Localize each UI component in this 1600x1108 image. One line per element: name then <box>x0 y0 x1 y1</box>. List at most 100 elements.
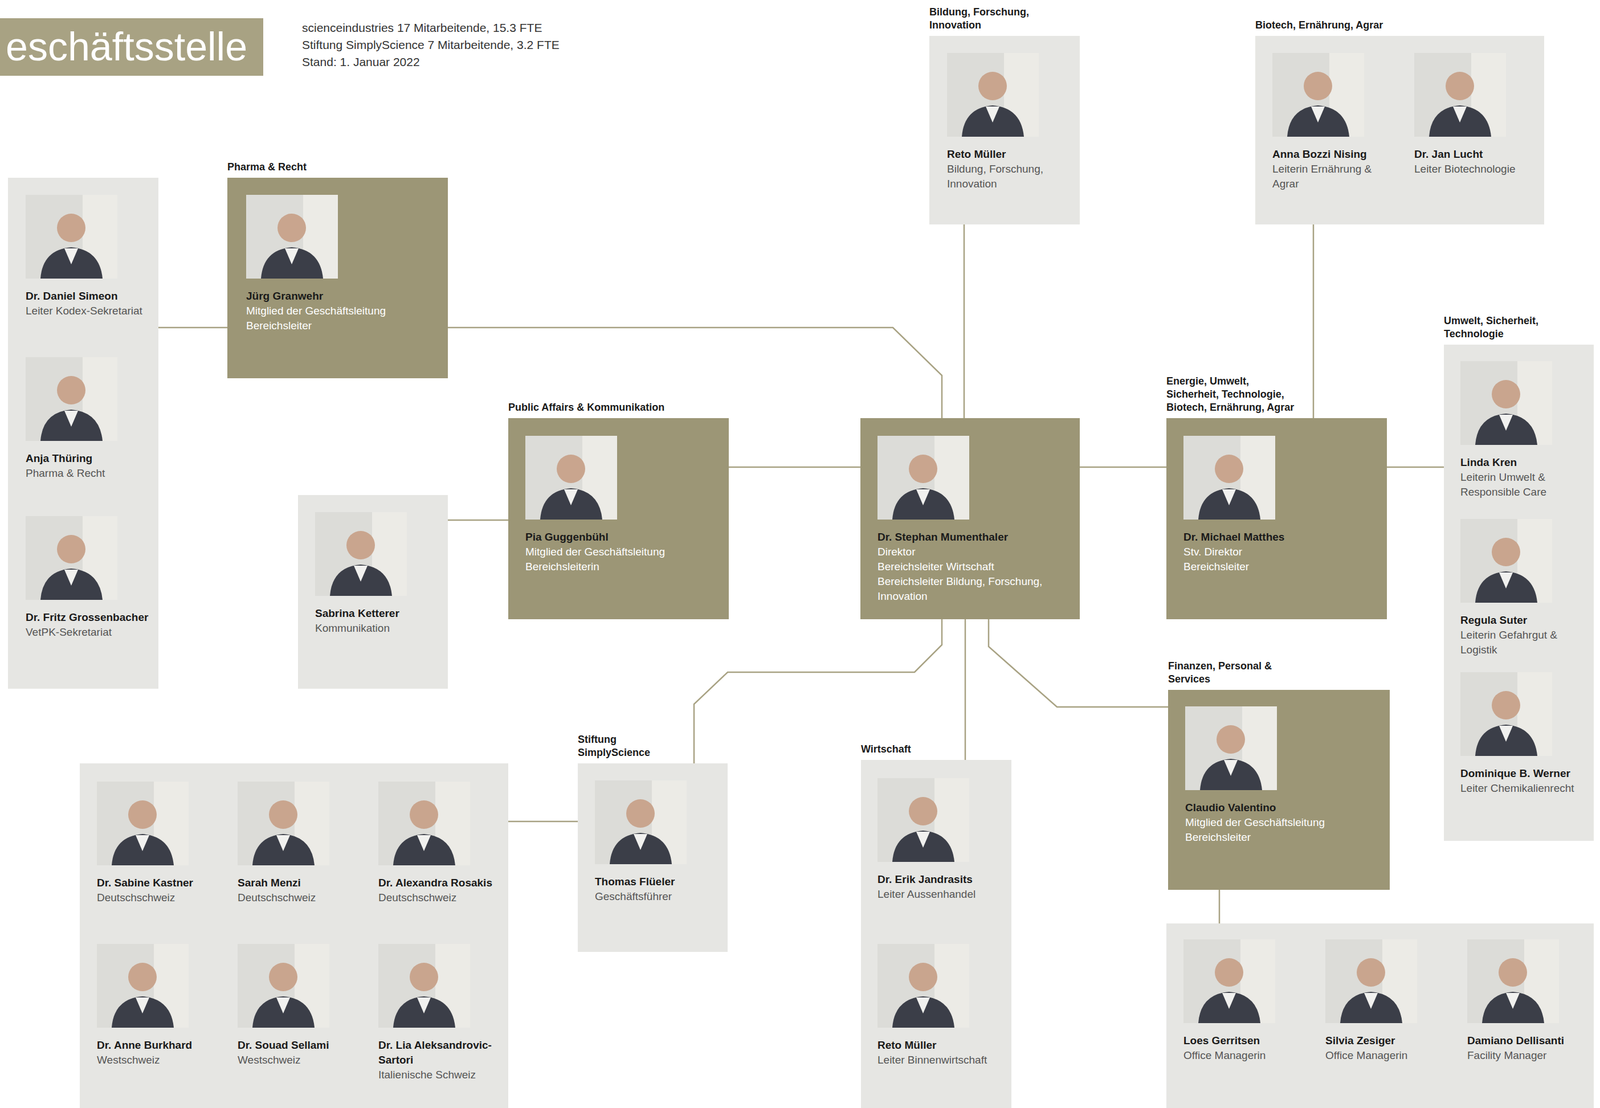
lead-box: Pharma & RechtJürg GranwehrMitglied der … <box>227 177 448 379</box>
role-text: Mitglied der Geschäftsleitung <box>525 544 722 560</box>
portrait-placeholder <box>525 435 618 520</box>
portrait-head <box>409 962 439 992</box>
portrait-placeholder <box>1272 52 1365 137</box>
portrait-head <box>268 962 298 992</box>
portrait-collar <box>1364 993 1378 1010</box>
portrait-placeholder <box>877 778 970 863</box>
org-connector <box>1312 224 1315 419</box>
section-heading: Stiftung SimplyScience <box>577 733 675 760</box>
portrait-head <box>1356 958 1386 987</box>
team-panel: Loes GerritsenOffice ManagerinSilvia Zes… <box>1166 923 1594 1108</box>
person-text: Reto MüllerLeiter Binnenwirtschaft <box>877 1038 1008 1068</box>
portrait-head <box>556 454 586 484</box>
org-connector <box>728 466 861 469</box>
person-text: Regula SuterLeiterin Gefahrgut & Logisti… <box>1460 613 1591 658</box>
portrait-ground <box>378 944 471 1028</box>
org-connector <box>694 619 942 764</box>
portrait-placeholder <box>877 435 970 520</box>
portrait-body <box>1200 758 1263 791</box>
role-text: Leiterin Ernährung & Agrar <box>1272 161 1398 192</box>
lead-box: Public Affairs & KommunikationPia Guggen… <box>508 418 729 620</box>
role-text: Italienische Schweiz <box>378 1067 505 1083</box>
portrait-ground <box>25 357 118 442</box>
portrait-head <box>1498 958 1528 987</box>
portrait-ground <box>1460 519 1553 603</box>
person-name: Dr. Daniel Simeon <box>25 288 155 304</box>
role-text: Bereichsleiter <box>1185 830 1382 846</box>
role-text: Leiterin Gefahrgut & Logistik <box>1460 627 1591 658</box>
portrait-head <box>908 797 938 826</box>
portrait-head <box>56 213 86 243</box>
portrait-ground <box>1414 52 1506 137</box>
team-panel: WirtschaftDr. Erik JandrasitsLeiter Auss… <box>860 760 1012 1108</box>
info-text: scienceindustries 17 Mitarbeitende, 15.3… <box>301 19 560 37</box>
role-text: Leiter Biotechnologie <box>1414 161 1541 177</box>
person-name: Dr. Michael Matthes <box>1183 529 1381 545</box>
person-name: Claudio Valentino <box>1185 800 1382 816</box>
portrait-ground <box>947 52 1039 137</box>
portrait-body <box>40 568 103 600</box>
org-connector <box>1386 466 1444 469</box>
portrait-ground <box>237 781 330 866</box>
portrait-collar <box>1499 572 1513 589</box>
section-heading: Wirtschaft <box>860 743 998 757</box>
person-name: Dr. Anne Burkhard <box>96 1038 234 1053</box>
person-text: Dr. Fritz GrossenbacherVetPK-Sekretariat <box>25 610 155 640</box>
page-title: eschäftsstelle <box>0 18 264 76</box>
role-text: Deutschschweiz <box>96 890 234 906</box>
person-name: Anna Bozzi Nising <box>1272 147 1398 162</box>
person-name: Damiano Dellisanti <box>1467 1033 1590 1049</box>
role-text: Bildung, Forschung, Innovation <box>947 161 1076 192</box>
portrait-placeholder <box>1460 519 1553 603</box>
portrait-collar <box>985 106 1000 123</box>
role-text: Bereichsleiter Bildung, Forschung, Innov… <box>877 574 1075 604</box>
portrait-placeholder <box>246 194 338 279</box>
person-name: Loes Gerritsen <box>1183 1033 1321 1049</box>
person-text: Loes GerritsenOffice Managerin <box>1183 1033 1321 1064</box>
portrait-placeholder <box>237 781 330 866</box>
portrait-body <box>609 833 672 865</box>
person-name: Reto Müller <box>877 1038 1008 1053</box>
role-text: Deutschschweiz <box>378 890 505 906</box>
section-heading: Umwelt, Sicherheit, Technologie <box>1443 314 1564 341</box>
role-text: Leiter Kodex-Sekretariat <box>25 303 155 319</box>
portrait-body <box>1198 992 1261 1024</box>
role-text: Bereichsleiterin <box>525 559 722 575</box>
role-text: Mitglied der Geschäftsleitung <box>246 303 440 319</box>
portrait-ground <box>96 944 189 1028</box>
portrait-ground <box>877 778 970 863</box>
person-text: Jürg GranwehrMitglied der Geschäftsleitu… <box>246 288 440 334</box>
portrait-ground <box>246 194 338 279</box>
person-name: Pia Guggenbühl <box>525 529 722 545</box>
portrait-placeholder <box>1467 939 1559 1024</box>
portrait-head <box>978 71 1007 101</box>
portrait-ground <box>25 516 118 600</box>
portrait-ground <box>1183 435 1276 520</box>
portrait-collar <box>916 831 930 848</box>
portrait-body <box>1482 992 1545 1024</box>
lead-box: Energie, Umwelt, Sicherheit, Technologie… <box>1166 418 1387 620</box>
portrait-body <box>1198 488 1261 520</box>
team-panel: Dr. Daniel SimeonLeiter Kodex-Sekretaria… <box>7 177 159 689</box>
portrait-placeholder <box>1460 672 1553 757</box>
section-heading: Public Affairs & Kommunikation <box>508 401 729 415</box>
portrait-placeholder <box>1414 52 1506 137</box>
person-name: Jürg Granwehr <box>246 288 440 304</box>
person-text: Dr. Stephan MumenthalerDirektorBereichsl… <box>877 529 1075 604</box>
portrait-body <box>1287 105 1350 137</box>
portrait-body <box>111 834 174 866</box>
person-name: Dr. Erik Jandrasits <box>877 872 1008 888</box>
person-text: Dr. Daniel SimeonLeiter Kodex-Sekretaria… <box>25 288 155 319</box>
portrait-placeholder <box>594 780 687 865</box>
portrait-head <box>128 962 157 992</box>
portrait-collar <box>417 835 431 852</box>
portrait-body <box>540 488 603 520</box>
portrait-collar <box>417 997 431 1014</box>
portrait-body <box>40 409 103 442</box>
portrait-head <box>56 535 86 564</box>
person-text: Dr. Jan LuchtLeiter Biotechnologie <box>1414 147 1541 177</box>
portrait-placeholder <box>96 781 189 866</box>
person-text: Linda KrenLeiterin Umwelt & Responsible … <box>1460 455 1591 500</box>
portrait-ground <box>315 512 407 597</box>
portrait-collar <box>1452 106 1467 123</box>
